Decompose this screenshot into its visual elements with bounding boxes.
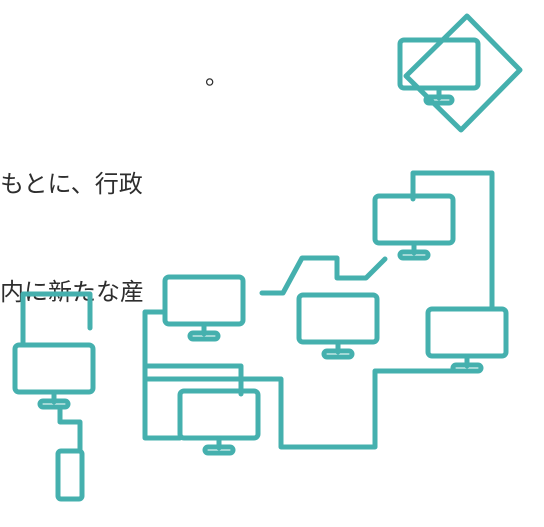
- diamond-frame: [403, 13, 523, 133]
- connector-line: [20, 291, 93, 347]
- monitor-icon: [296, 292, 380, 360]
- connector-line: [57, 404, 83, 453]
- monitor-icon: [397, 37, 481, 106]
- smartphone-icon: [55, 448, 85, 502]
- monitor-icon: [162, 274, 246, 342]
- text-line-1: 。: [205, 62, 229, 90]
- connector-line: [410, 170, 495, 311]
- monitor-icon: [177, 388, 261, 456]
- connector-line: [259, 255, 388, 296]
- monitor-icon: [12, 342, 96, 410]
- connector-line: [142, 309, 464, 450]
- text-line-2: もとに、行政: [0, 170, 143, 198]
- connector-line: [142, 363, 244, 441]
- monitor-icon: [372, 193, 456, 261]
- monitor-icon: [425, 306, 509, 374]
